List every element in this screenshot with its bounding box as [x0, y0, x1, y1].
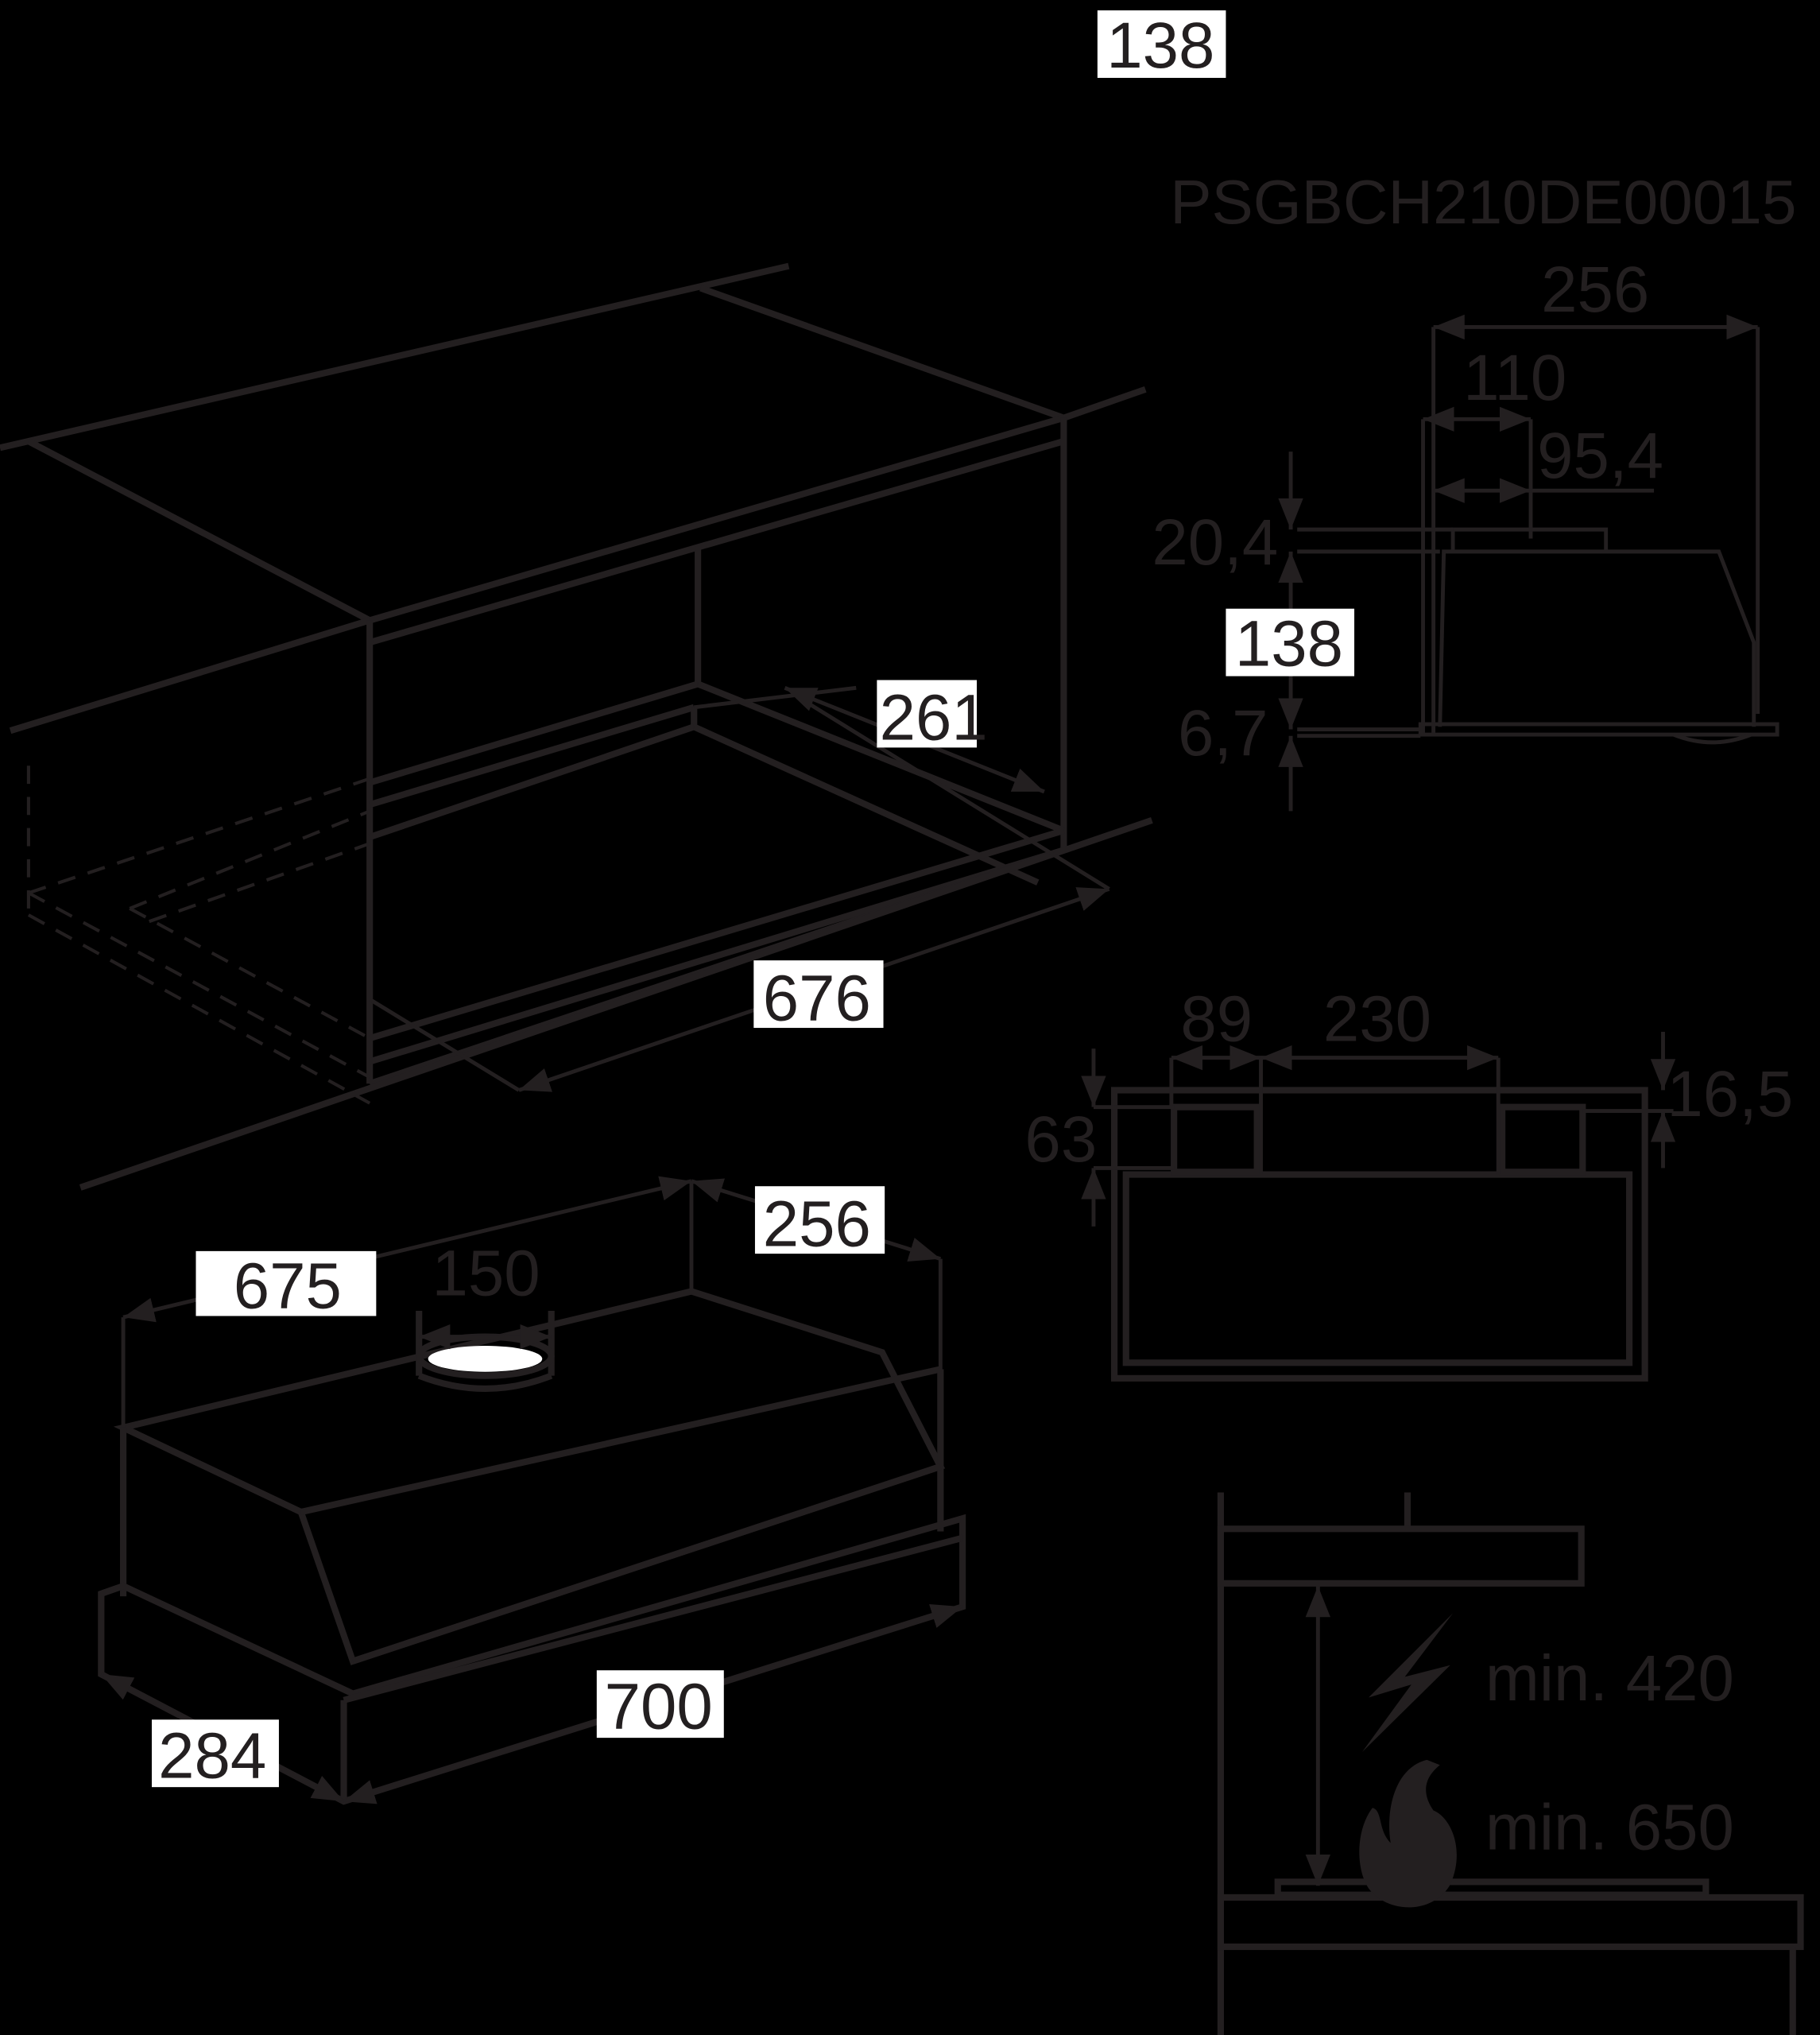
dim-cabinet-depth: 261: [880, 682, 988, 754]
dim-front-left-offset: 89: [1180, 983, 1253, 1055]
cabinet-view: 261 676: [0, 262, 1153, 1191]
front-view: 89 230 63 16,5: [1024, 983, 1793, 1382]
dim-side-duct-offset: 110: [1463, 342, 1566, 414]
dim-hood-side-depth: 284: [158, 1720, 266, 1793]
hood-view: 675 150 256 700 284: [98, 1176, 966, 1805]
lightning-icon: [1361, 1613, 1454, 1753]
dim-duct-diameter: 150: [432, 1237, 540, 1309]
dim-side-overall-depth: 256: [1541, 254, 1649, 326]
dim-hood-top-depth: 256: [763, 1188, 871, 1260]
dim-front-rim: 16,5: [1667, 1058, 1793, 1130]
dim-side-duct-center: 95,4: [1537, 420, 1663, 492]
dim-hood-front-width: 700: [605, 1671, 713, 1743]
diagram-code: PSGBCH210DE00015: [1170, 167, 1796, 237]
clearance-view: min. 420 min. 650: [1217, 1492, 1804, 2035]
clearance-gas: min. 650: [1485, 1792, 1734, 1864]
side-view: 256 110 95,4 20,4 138 6,7: [1152, 254, 1779, 812]
dim-side-bottom-height: 6,7: [1178, 697, 1268, 769]
dim-side-collar-height: 20,4: [1152, 506, 1278, 579]
dim-side-body-height: 138: [1235, 608, 1343, 680]
dim-cabinet-width: 676: [763, 962, 871, 1034]
top-label: 138: [1106, 10, 1214, 82]
clearance-electric: min. 420: [1485, 1642, 1734, 1715]
dim-hood-top-width: 675: [234, 1250, 342, 1323]
flame-icon: [1359, 1759, 1457, 1908]
dim-front-height: 63: [1024, 1103, 1097, 1176]
dim-front-duct-width: 230: [1323, 983, 1431, 1055]
